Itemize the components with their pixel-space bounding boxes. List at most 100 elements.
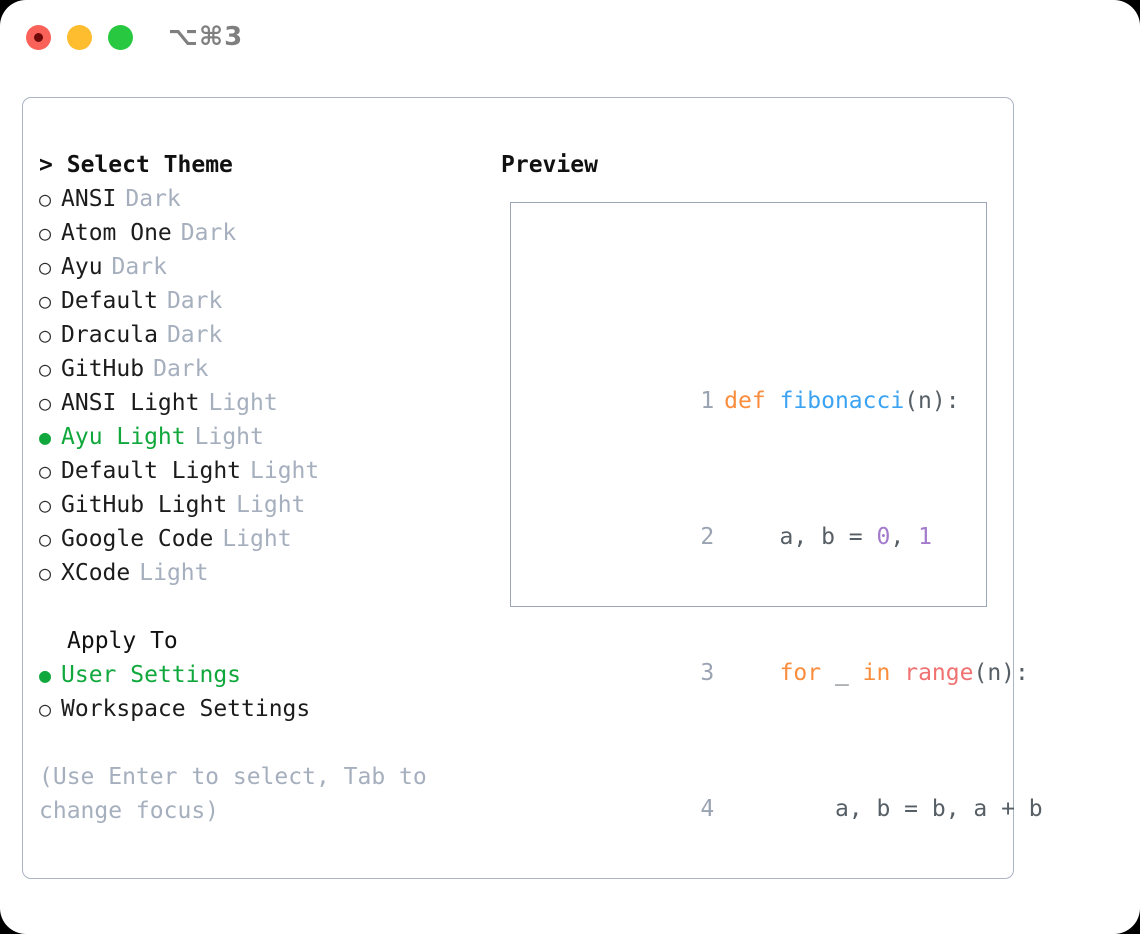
maximize-button[interactable]	[108, 25, 133, 50]
theme-option-label: XCode	[61, 560, 131, 586]
apply-to-heading: Apply To	[67, 628, 178, 654]
theme-option-google-code[interactable]: ○ Google Code Light	[39, 522, 489, 556]
code-token	[890, 660, 904, 686]
radio-icon: ○	[39, 221, 52, 245]
theme-option-kind: Dark	[111, 254, 167, 280]
prompt-caret: >	[39, 152, 53, 178]
radio-icon: ○	[39, 391, 52, 415]
minimize-button[interactable]	[67, 25, 92, 50]
theme-option-kind: Dark	[166, 322, 223, 348]
code-line: 4 a, b = b, a + b	[526, 758, 1066, 822]
code-token: a	[863, 932, 891, 934]
apply-to-list: ● User Settings ○ Workspace Settings	[39, 658, 489, 726]
select-theme-heading: > Select Theme	[39, 148, 489, 182]
code-token: return	[780, 932, 863, 934]
code-line: 3 for _ in range(n):	[526, 622, 1066, 686]
theme-option-kind: Light	[250, 458, 320, 484]
code-token: (n):	[973, 660, 1029, 686]
line-number: 4	[700, 796, 715, 822]
theme-option-label: ANSI	[61, 186, 117, 212]
theme-option-label: Default Light	[61, 458, 242, 484]
theme-option-label: Google Code	[61, 526, 214, 552]
theme-option-dracula[interactable]: ○ Dracula Dark	[39, 318, 489, 352]
code-token	[724, 660, 779, 686]
theme-option-default[interactable]: ○ Default Dark	[39, 284, 489, 318]
apply-option-label: User Settings	[61, 662, 242, 688]
code-token: range	[904, 660, 974, 686]
theme-option-kind: Light	[236, 492, 306, 518]
theme-option-kind: Light	[194, 424, 264, 450]
apply-option-workspace-settings[interactable]: ○ Workspace Settings	[39, 692, 489, 726]
theme-option-ansi[interactable]: ○ ANSI Dark	[39, 182, 489, 216]
theme-list: ○ ANSI Dark ○ Atom One Dark ○ Ayu Dark ○…	[39, 182, 489, 590]
theme-option-kind: Light	[208, 390, 278, 416]
theme-option-kind: Light	[222, 526, 292, 552]
dialog-frame: > Select Theme ○ ANSI Dark ○ Atom One Da…	[22, 97, 1043, 934]
radio-icon: ○	[39, 187, 52, 211]
line-number: 5	[692, 928, 714, 934]
code-token: (n):	[904, 388, 960, 414]
apply-option-user-settings[interactable]: ● User Settings	[39, 658, 489, 692]
theme-selector-panel: > Select Theme ○ ANSI Dark ○ Atom One Da…	[39, 148, 489, 828]
titlebar: ⌥⌘3	[0, 0, 1140, 78]
select-theme-title: Select Theme	[66, 152, 233, 178]
radio-icon: ○	[39, 255, 52, 279]
radio-icon: ○	[39, 493, 52, 517]
radio-icon: ○	[39, 323, 52, 347]
theme-option-label: Default	[61, 288, 158, 314]
radio-icon: ○	[39, 357, 52, 381]
code-line: 1 def fibonacci(n):	[526, 350, 1066, 414]
preview-heading: Preview	[501, 152, 598, 178]
code-token: a, b =	[724, 524, 877, 550]
theme-option-kind: Dark	[153, 356, 209, 382]
radio-icon-selected: ●	[39, 425, 52, 449]
code-token: in	[862, 660, 891, 686]
code-token: 0	[876, 524, 891, 550]
theme-option-atom-one[interactable]: ○ Atom One Dark	[39, 216, 489, 250]
theme-option-kind: Dark	[125, 186, 181, 212]
theme-option-label: Atom One	[61, 220, 172, 246]
theme-option-label: GitHub	[61, 356, 145, 382]
radio-icon: ○	[39, 289, 52, 313]
theme-option-label: Dracula	[61, 322, 158, 348]
apply-option-label: Workspace Settings	[61, 696, 311, 722]
theme-option-xcode[interactable]: ○ XCode Light	[39, 556, 489, 590]
theme-option-label: Ayu	[61, 254, 103, 280]
theme-option-kind: Dark	[166, 288, 223, 314]
code-line: 2 a, b = 0, 1	[526, 486, 1066, 550]
radio-icon: ○	[39, 459, 52, 483]
theme-option-default-light[interactable]: ○ Default Light Light	[39, 454, 489, 488]
theme-option-ansi-light[interactable]: ○ ANSI Light Light	[39, 386, 489, 420]
radio-icon: ○	[39, 561, 52, 585]
keyboard-shortcut-label: ⌥⌘3	[168, 22, 244, 52]
line-number: 1	[700, 388, 715, 414]
line-number: 3	[700, 660, 715, 686]
theme-option-kind: Dark	[180, 220, 237, 246]
code-token: _	[821, 660, 863, 686]
close-button[interactable]	[26, 25, 51, 50]
theme-option-label: ANSI Light	[61, 390, 200, 416]
code-token: a, b = b, a + b	[724, 796, 1043, 822]
theme-option-github[interactable]: ○ GitHub Dark	[39, 352, 489, 386]
theme-option-label: Ayu Light	[61, 424, 186, 450]
theme-option-ayu[interactable]: ○ Ayu Dark	[39, 250, 489, 284]
line-number: 2	[700, 524, 715, 550]
code-line: 5 return a	[526, 894, 1066, 934]
radio-icon: ○	[39, 527, 52, 551]
theme-option-ayu-light[interactable]: ● Ayu Light Light	[39, 420, 489, 454]
theme-option-label: GitHub Light	[61, 492, 228, 518]
code-token: ,	[890, 524, 919, 550]
code-token: fibonacci	[779, 388, 905, 414]
theme-option-github-light[interactable]: ○ GitHub Light Light	[39, 488, 489, 522]
window-controls	[26, 25, 133, 50]
radio-icon: ○	[39, 697, 52, 721]
code-token: 1	[918, 524, 932, 550]
code-token: def	[724, 388, 780, 414]
code-token: for	[779, 660, 822, 686]
radio-icon-selected: ●	[39, 663, 52, 687]
theme-option-kind: Light	[139, 560, 209, 586]
